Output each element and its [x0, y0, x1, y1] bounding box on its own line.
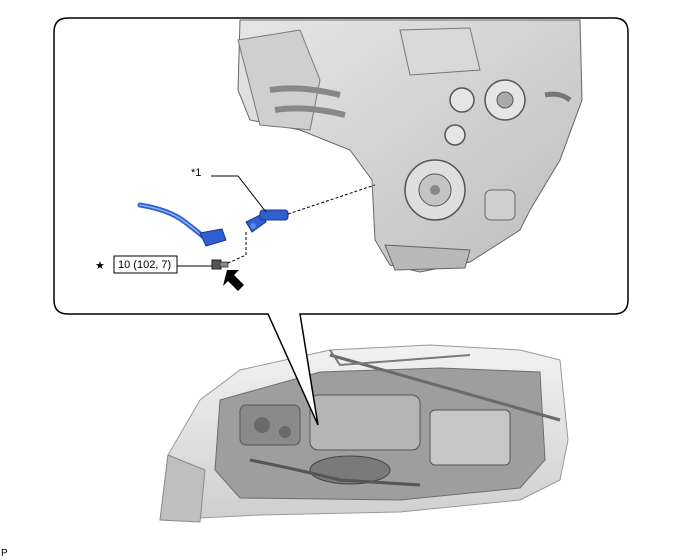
torque-spec-box — [113, 255, 178, 274]
wire-harness-connector — [137, 202, 227, 247]
figure-code: P — [1, 548, 8, 559]
torque-spec-label: 10 (102, 7) — [118, 259, 171, 271]
bolt — [211, 259, 229, 270]
vehicle-engine-bay-illustration — [159, 344, 569, 523]
part-label: *1 — [191, 167, 201, 179]
leader-lines — [177, 175, 267, 267]
installation-arrow — [223, 270, 244, 291]
star-icon: ★ — [95, 260, 105, 272]
engine-illustration — [237, 19, 583, 273]
sensor-part — [245, 209, 289, 233]
dashed-guide-lines — [225, 184, 376, 265]
